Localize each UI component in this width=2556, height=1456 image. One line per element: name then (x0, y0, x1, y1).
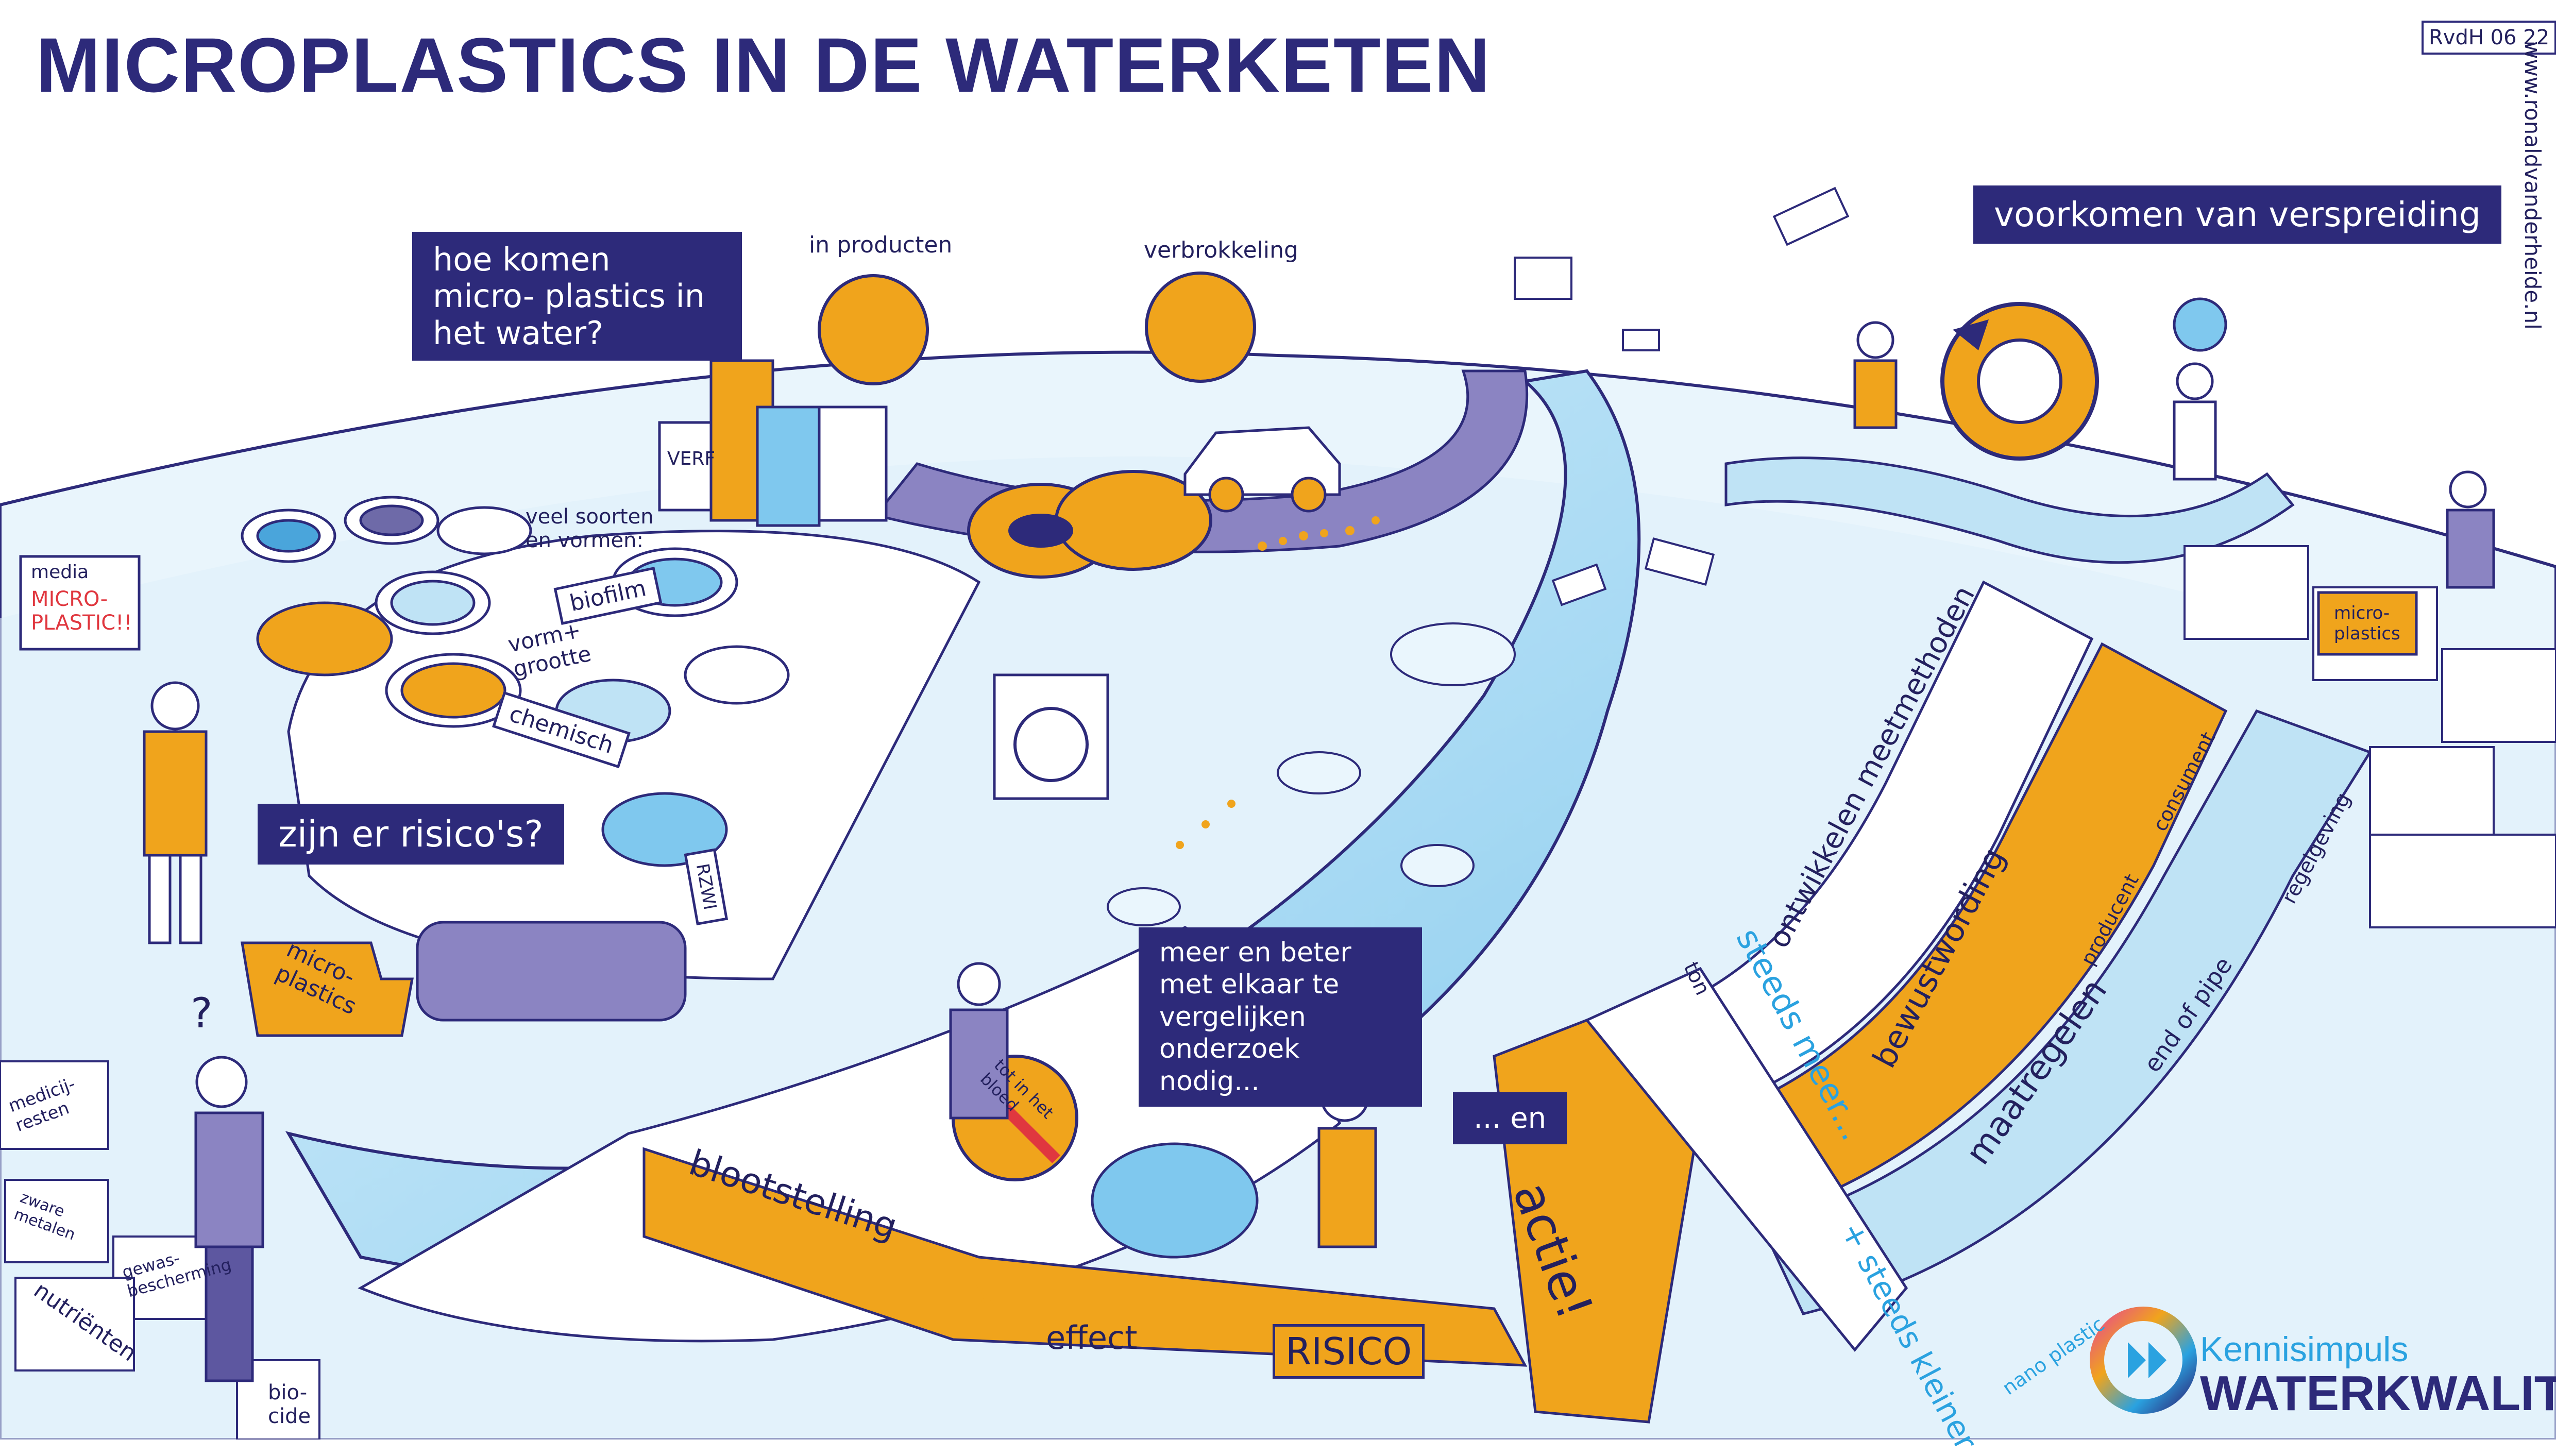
people-top-right (1853, 321, 2495, 589)
sign-microplastic: MICRO- PLASTIC!! (31, 587, 132, 635)
scientist-left (143, 681, 208, 944)
globe-icon (2173, 297, 2227, 352)
page-title: MICROPLASTICS IN DE WATERKETEN (36, 22, 1491, 108)
label-fragmentation: verbrokkeling (1144, 237, 1298, 263)
label-paint: VERF (667, 448, 716, 469)
label-times: X (974, 1278, 998, 1320)
label-many-kinds: veel soorten en vormen: (526, 505, 654, 552)
logo-line1: Kennisimpuls (2200, 1330, 2409, 1369)
banner-risks: zijn er risico's? (258, 804, 564, 865)
label-effect: effect (1046, 1319, 1138, 1357)
measures-band (1760, 709, 2372, 1315)
clean-stream (1724, 456, 2295, 564)
risk-band (642, 1147, 1528, 1367)
mini-puzzle (2317, 591, 2418, 656)
signature: RvdH 06 22 (2422, 21, 2556, 55)
filter-basin (416, 921, 687, 1022)
sign-media: media (31, 562, 89, 583)
round-basin (601, 792, 728, 867)
methods-band (1636, 580, 2094, 1114)
orange-particles (1176, 516, 1380, 849)
banner-compare: meer en beter met elkaar te vergelijken … (1139, 927, 1422, 1107)
more-smaller-panel (1585, 967, 1908, 1352)
awareness-band (1708, 642, 2228, 1223)
protest-sign (19, 555, 141, 651)
sample-dishes (241, 496, 790, 743)
tires (967, 470, 1212, 579)
label-risk: RISICO (1273, 1324, 1425, 1379)
orange-puzzle (241, 941, 414, 1037)
puzzle-biocides: bio- cide (268, 1381, 311, 1428)
car (1183, 426, 1341, 513)
banner-and: ... en (1453, 1092, 1567, 1144)
logo-line2: WATERKWALITEIT (2200, 1366, 2556, 1421)
earth-model (1091, 1142, 1259, 1259)
products (658, 359, 888, 527)
banner-prevent: voorkomen van verspreiding (1973, 185, 2501, 244)
banner-how: hoe komen micro- plastics in het water? (412, 232, 742, 361)
fragmentation-icon (1145, 272, 1256, 383)
question-mark: ? (191, 989, 213, 1037)
website-url: www.ronaldvanderheide.nl (2520, 41, 2545, 330)
person-puzzle (194, 1056, 264, 1382)
researcher-middle (949, 962, 1009, 1120)
in-products-icon (818, 274, 929, 385)
mini-puzzle-label: micro- plastics (2334, 603, 2400, 644)
plastic-debris (1107, 187, 1850, 926)
label-in-products: in producten (809, 232, 953, 258)
logo-mark (2090, 1307, 2197, 1414)
